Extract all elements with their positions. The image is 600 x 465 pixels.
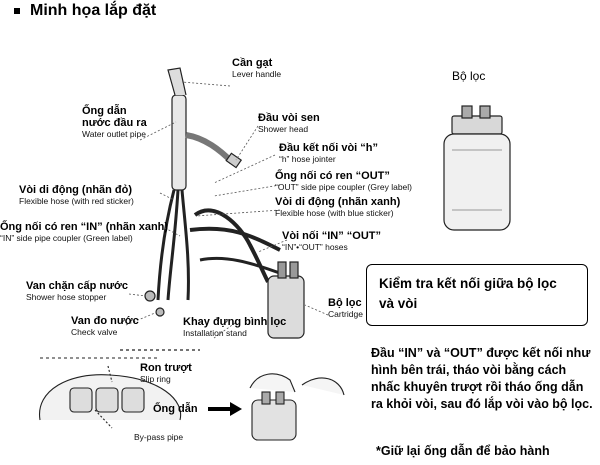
label-red-hose-en: Flexible hose (with red sticker): [19, 196, 134, 206]
label-bypass-en: By-pass pipe: [134, 432, 183, 442]
label-shower-head: Đầu vòi sen Shower head: [258, 112, 320, 134]
label-stopper-en: Shower hose stopper: [26, 292, 107, 302]
check-connection-text: Kiểm tra kết nối giữa bộ lọc và vòi: [379, 276, 557, 311]
label-outlet-vn2: nước đầu ra: [82, 117, 147, 129]
label-bypass-vn-text: Ống dẫn: [153, 403, 198, 415]
stopper-valve: [144, 290, 156, 302]
blue-hose: [180, 189, 190, 301]
label-red-hose: Vòi di động (nhãn đỏ) Flexible hose (wit…: [19, 184, 134, 206]
label-stand-en: Installation stand: [183, 328, 247, 338]
label-blue-hose-vn: Vòi di động (nhãn xanh): [275, 196, 401, 208]
label-out-coupler: Ống nối có ren “OUT” “OUT” side pipe cou…: [275, 170, 412, 192]
label-in-out-hoses: Vòi nối “IN” “OUT” “IN”•“OUT” hoses: [282, 230, 381, 252]
label-stand: Khay đựng bình lọc Installation stand: [183, 316, 286, 338]
cartridge-connector-2: [289, 261, 299, 279]
label-cartridge-en: Cartridge: [328, 309, 363, 319]
label-in-coupler-en: “IN” side pipe coupler (Green label): [0, 233, 133, 243]
section-title-text: Minh họa lắp đặt: [30, 2, 157, 19]
slip-ring-inset: [39, 357, 182, 429]
label-cartridge-vn: Bộ lọc: [328, 297, 362, 309]
label-bypass-vn: Ống dẫn: [153, 403, 198, 415]
label-out-coupler-vn: Ống nối có ren “OUT”: [275, 170, 390, 182]
hands-inset: [249, 373, 345, 441]
label-blue-hose-en: Flexible hose (with blue sticker): [275, 208, 394, 218]
extra-hose: [199, 256, 286, 277]
arrow-head-icon: [230, 402, 242, 416]
water-outlet-pipe: [185, 132, 235, 165]
label-stand-vn: Khay đựng bình lọc: [183, 316, 287, 328]
instruction-note: Đầu “IN” và “OUT” được kết nối như hình …: [371, 346, 593, 411]
label-slip-ring: Ron trượt Slip ring: [140, 362, 192, 384]
cartridge-connector-1: [277, 261, 287, 279]
section-title: Minh họa lắp đặt: [14, 2, 156, 20]
out-hose: [189, 226, 281, 252]
filter-illustration: [443, 105, 511, 231]
shower-head-shape: [225, 152, 243, 169]
label-bypass-en-text: By-pass pipe: [134, 432, 184, 442]
label-slip-vn: Ron trượt: [140, 362, 192, 374]
label-lever-en: Lever handle: [232, 69, 282, 79]
label-h-vn: Đầu kết nối vòi “h”: [279, 142, 379, 154]
label-stopper: Van chặn cấp nước Shower hose stopper: [26, 280, 128, 302]
bullet-icon: [14, 7, 20, 14]
faucet-lever: [167, 67, 187, 96]
label-in-coupler-vn: Ống nối có ren “IN” (nhãn xanh): [0, 221, 169, 233]
label-inout-en: “IN”•“OUT” hoses: [282, 242, 348, 252]
check-valve: [155, 307, 165, 317]
label-out-coupler-en: “OUT” side pipe coupler (Grey label): [275, 182, 412, 192]
label-lever-vn: Cần gạt: [232, 57, 273, 69]
flexible-hose: [166, 189, 180, 301]
check-connection-box: Kiểm tra kết nối giữa bộ lọc và vòi: [366, 264, 588, 326]
filter-title: Bộ lọc: [452, 70, 485, 82]
label-check-en: Check valve: [71, 327, 118, 337]
label-blue-hose: Vòi di động (nhãn xanh) Flexible hose (w…: [275, 196, 400, 218]
label-in-coupler: Ống nối có ren “IN” (nhãn xanh) “IN” sid…: [0, 221, 168, 243]
label-stopper-vn: Van chặn cấp nước: [26, 280, 128, 292]
red-hose: [156, 189, 176, 301]
label-shower-vn: Đầu vòi sen: [258, 112, 320, 124]
label-lever: Cần gạt Lever handle: [232, 57, 281, 79]
warranty-note: *Giữ lại ống dẫn để bảo hành: [376, 444, 550, 458]
label-red-hose-vn: Vòi di động (nhãn đỏ): [19, 184, 133, 196]
faucet-body: [171, 94, 187, 191]
label-inout-vn: Vòi nối “IN” “OUT”: [282, 230, 381, 242]
in-hose: [193, 208, 270, 283]
label-outlet-en: Water outlet pipe: [82, 129, 146, 139]
filter-title-text: Bộ lọc: [452, 69, 486, 83]
label-check-valve: Van đo nước Check valve: [71, 315, 139, 337]
label-h-jointer: Đầu kết nối vòi “h” “h” hose jointer: [279, 142, 378, 164]
label-outlet: Ống dẫn nước đầu ra Water outlet pipe: [82, 105, 147, 139]
label-h-en: “h” hose jointer: [279, 154, 336, 164]
label-check-vn: Van đo nước: [71, 315, 139, 327]
label-cartridge: Bộ lọc Cartridge: [328, 297, 363, 319]
label-outlet-vn1: Ống dẫn: [82, 105, 127, 117]
label-slip-en: Slip ring: [140, 374, 171, 384]
label-shower-en: Shower head: [258, 124, 309, 134]
